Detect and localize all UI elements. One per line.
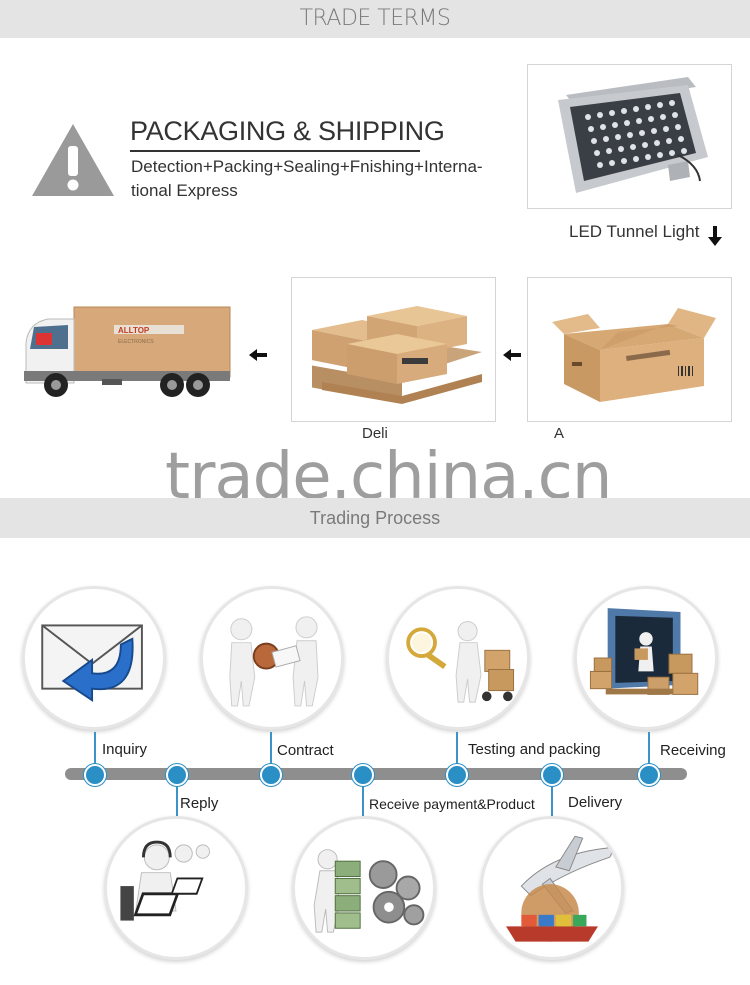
- delivery-truck-image: ALLTOP ELECTRONICS: [24, 306, 231, 397]
- step-contract-label: Contract: [277, 742, 334, 759]
- pallet-caption: Deli: [362, 425, 388, 442]
- connector-line: [551, 776, 553, 818]
- delivery-image: [480, 816, 624, 960]
- title-underline: [130, 150, 420, 152]
- testing-packing-image: [386, 586, 530, 730]
- arrow-left-icon: [249, 349, 267, 361]
- process-timeline: [65, 768, 687, 780]
- timeline-node-reply: [166, 764, 188, 786]
- connector-line: [456, 732, 458, 774]
- warning-icon: [32, 124, 114, 196]
- reply-image: [104, 816, 248, 960]
- pallet-boxes-image: [291, 277, 496, 422]
- carton-box-image: [527, 277, 732, 422]
- step-receiving-label: Receiving: [660, 742, 726, 759]
- timeline-node-payment: [352, 764, 374, 786]
- truck-brand: ALLTOP: [118, 326, 150, 335]
- packaging-title: PACKAGING & SHIPPING: [130, 116, 445, 146]
- timeline-node-testing: [446, 764, 468, 786]
- packaging-description: Detection+Packing+Sealing+Fnishing+Inter…: [131, 157, 483, 200]
- connector-line: [362, 776, 364, 818]
- carton-caption: A: [554, 425, 565, 442]
- timeline-node-inquiry: [84, 764, 106, 786]
- step-delivery-label: Delivery: [568, 794, 623, 811]
- connector-line: [176, 776, 178, 818]
- trading-process-title: Trading Process: [309, 508, 441, 528]
- led-tunnel-light-label: LED Tunnel Light: [569, 222, 700, 241]
- connector-line: [94, 732, 96, 774]
- timeline-node-contract: [260, 764, 282, 786]
- receiving-image: [574, 586, 718, 730]
- payment-product-image: [292, 816, 436, 960]
- step-inquiry-label: Inquiry: [102, 741, 148, 758]
- trade-terms-header: TRADE TERMS: [0, 0, 750, 38]
- step-payment-label: Receive payment&Product: [369, 796, 535, 812]
- timeline-node-receiving: [638, 764, 660, 786]
- inquiry-image: [22, 586, 166, 730]
- contract-image: [200, 586, 344, 730]
- timeline-node-delivery: [541, 764, 563, 786]
- connector-line: [270, 732, 272, 774]
- arrow-left-icon: [503, 349, 521, 361]
- truck-brand-sub: ELECTRONICS: [118, 339, 154, 345]
- step-reply-label: Reply: [180, 795, 219, 812]
- connector-line: [648, 732, 650, 774]
- trade-terms-title: TRADE TERMS: [299, 6, 451, 31]
- trading-process-header: Trading Process: [0, 498, 750, 538]
- step-testing-label: Testing and packing: [468, 741, 601, 758]
- led-light-image: [527, 64, 732, 209]
- arrow-down-icon: [708, 226, 722, 246]
